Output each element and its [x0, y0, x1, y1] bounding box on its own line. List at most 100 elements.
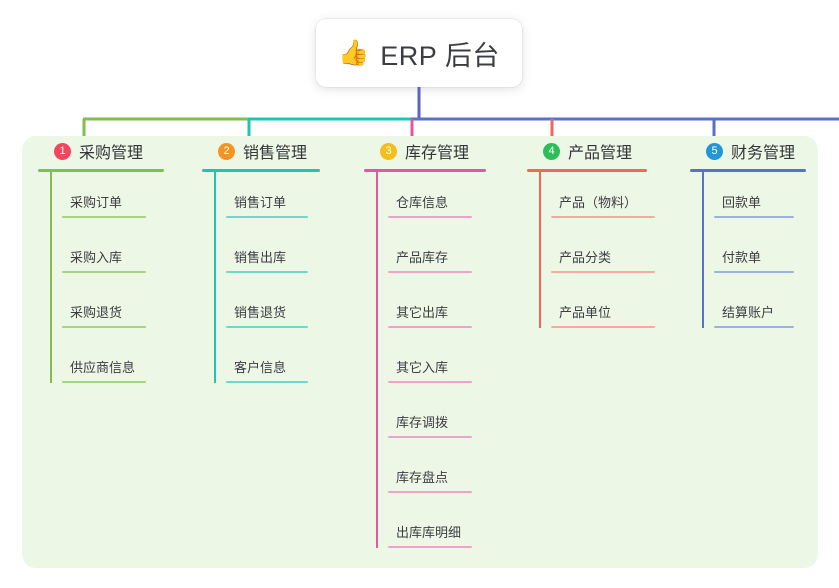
column-badge-2: 2: [218, 142, 235, 160]
leaf-label: 供应商信息: [70, 360, 136, 375]
leaf-item[interactable]: 付款单: [690, 227, 830, 282]
leaf-item[interactable]: 销售出库: [202, 227, 352, 282]
leaf-rule: [714, 216, 794, 218]
column-3: 3 库存管理仓库信息产品库存其它出库其它入库库存调拨库存盘点出库库明细: [364, 136, 524, 557]
leaf-item[interactable]: 采购订单: [38, 172, 188, 227]
column-header-2[interactable]: 2 销售管理: [202, 136, 352, 166]
leaf-item[interactable]: 出库库明细: [364, 502, 524, 557]
leaf-item[interactable]: 产品（物料）: [527, 172, 687, 227]
leaf-rule: [388, 326, 472, 328]
leaf-rule: [62, 326, 146, 328]
leaf-item[interactable]: 产品库存: [364, 227, 524, 282]
column-2: 2 销售管理销售订单销售出库销售退货客户信息: [202, 136, 352, 392]
leaf-rule: [62, 271, 146, 273]
leaf-rule: [388, 271, 472, 273]
column-5: 5 财务管理回款单付款单结算账户: [690, 136, 830, 337]
thumbs-up-icon: 👍: [338, 38, 370, 67]
leaf-label: 销售订单: [234, 195, 287, 210]
column-rule-1: [38, 169, 164, 172]
column-badge-1: 1: [54, 142, 71, 160]
leaf-label: 销售出库: [234, 250, 287, 265]
leaf-spine-3: [376, 172, 378, 548]
leaf-item[interactable]: 库存调拨: [364, 392, 524, 447]
leaf-rule: [226, 271, 308, 273]
leaf-label: 回款单: [722, 195, 762, 210]
leaf-item[interactable]: 其它入库: [364, 337, 524, 392]
leaf-item[interactable]: 产品分类: [527, 227, 687, 282]
leaf-label: 产品分类: [559, 250, 612, 265]
leaf-label: 销售退货: [234, 305, 287, 320]
leaf-label: 结算账户: [722, 305, 775, 320]
column-rule-5: [690, 169, 806, 172]
leaf-label: 产品单位: [559, 305, 612, 320]
leaf-item[interactable]: 其它出库: [364, 282, 524, 337]
leaf-rule: [388, 546, 472, 548]
column-header-5[interactable]: 5 财务管理: [690, 136, 830, 166]
diagram-panel: [22, 136, 818, 568]
column-4: 4 产品管理产品（物料） 产品分类产品单位: [527, 136, 687, 337]
column-title-4: 产品管理: [568, 145, 633, 162]
leaf-rule: [226, 381, 308, 383]
column-badge-4: 4: [543, 142, 560, 160]
leaf-item[interactable]: 产品单位: [527, 282, 687, 337]
leaf-list-5: 回款单付款单结算账户: [690, 172, 830, 337]
leaf-label: 出库库明细: [396, 525, 462, 540]
root-node-title: ERP 后台: [380, 40, 500, 71]
column-header-4[interactable]: 4 产品管理: [527, 136, 687, 166]
column-rule-3: [364, 169, 486, 172]
leaf-rule: [551, 326, 655, 328]
leaf-rule: [551, 271, 655, 273]
leaf-item[interactable]: 客户信息: [202, 337, 352, 392]
leaf-rule: [388, 436, 472, 438]
leaf-rule: [388, 491, 472, 493]
leaf-item[interactable]: 回款单: [690, 172, 830, 227]
column-container: 1 采购管理采购订单采购入库采购退货供应商信息 2 销售管理销售订单销售出库销售退货客…: [22, 136, 818, 568]
leaf-list-4: 产品（物料） 产品分类产品单位: [527, 172, 687, 337]
leaf-label: 付款单: [722, 250, 762, 265]
leaf-label: 库存调拨: [396, 415, 449, 430]
leaf-rule: [388, 381, 472, 383]
leaf-item[interactable]: 销售退货: [202, 282, 352, 337]
leaf-rule: [62, 216, 146, 218]
leaf-rule: [388, 216, 472, 218]
leaf-spine-1: [50, 172, 52, 383]
column-title-3: 库存管理: [405, 145, 470, 162]
leaf-rule: [551, 216, 655, 218]
leaf-item[interactable]: 采购退货: [38, 282, 188, 337]
leaf-label: 产品库存: [396, 250, 449, 265]
leaf-spine-4: [539, 172, 541, 328]
column-title-1: 采购管理: [79, 145, 144, 162]
root-node[interactable]: 👍 ERP 后台: [316, 19, 522, 87]
leaf-list-2: 销售订单销售出库销售退货客户信息: [202, 172, 352, 392]
leaf-label: 采购订单: [70, 195, 123, 210]
leaf-label: 仓库信息: [396, 195, 449, 210]
leaf-item[interactable]: 结算账户: [690, 282, 830, 337]
column-rule-4: [527, 169, 647, 172]
column-badge-5: 5: [706, 142, 723, 160]
leaf-label: 其它入库: [396, 360, 449, 375]
leaf-rule: [226, 216, 308, 218]
column-header-1[interactable]: 1 采购管理: [38, 136, 188, 166]
column-title-5: 财务管理: [731, 145, 796, 162]
column-title-2: 销售管理: [243, 145, 308, 162]
leaf-label: 采购入库: [70, 250, 123, 265]
leaf-item[interactable]: 库存盘点: [364, 447, 524, 502]
column-header-3[interactable]: 3 库存管理: [364, 136, 524, 166]
leaf-spine-2: [214, 172, 216, 383]
column-rule-2: [202, 169, 320, 172]
leaf-label: 客户信息: [234, 360, 287, 375]
leaf-rule: [62, 381, 146, 383]
leaf-item[interactable]: 仓库信息: [364, 172, 524, 227]
leaf-spine-5: [702, 172, 704, 328]
leaf-label: 库存盘点: [396, 470, 449, 485]
leaf-rule: [714, 271, 794, 273]
leaf-item[interactable]: 供应商信息: [38, 337, 188, 392]
leaf-label: 采购退货: [70, 305, 123, 320]
leaf-label: 其它出库: [396, 305, 449, 320]
leaf-list-1: 采购订单采购入库采购退货供应商信息: [38, 172, 188, 392]
leaf-rule: [226, 326, 308, 328]
leaf-item[interactable]: 销售订单: [202, 172, 352, 227]
leaf-item[interactable]: 采购入库: [38, 227, 188, 282]
column-badge-3: 3: [380, 142, 397, 160]
leaf-label: 产品（物料）: [559, 195, 638, 210]
